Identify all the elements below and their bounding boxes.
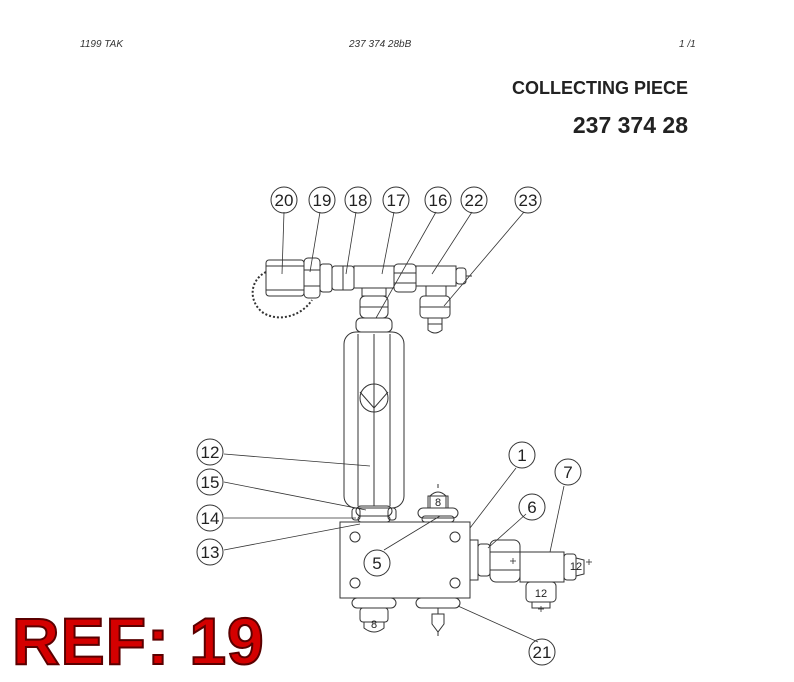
callout-6-label: 6 bbox=[527, 498, 536, 517]
callout-22: 22 bbox=[460, 186, 488, 214]
header-center-text: 237 374 28bB bbox=[349, 39, 412, 50]
dust-cap bbox=[265, 259, 305, 297]
callout-17-label: 17 bbox=[387, 191, 406, 210]
callout-14: 14 bbox=[196, 504, 224, 532]
plus-marks bbox=[510, 558, 592, 612]
header-left-text: 1199 TAK bbox=[80, 39, 123, 50]
part-number: 237 374 28 bbox=[572, 112, 688, 138]
side-fitting-6-7 bbox=[469, 539, 585, 609]
callout-18-label: 18 bbox=[349, 191, 368, 210]
callout-7: 7 bbox=[554, 458, 582, 486]
callout-7-label: 7 bbox=[563, 463, 572, 482]
block-top-fitting bbox=[417, 484, 459, 523]
callout-13-label: 13 bbox=[201, 543, 220, 562]
callout-23: 23 bbox=[514, 186, 542, 214]
top-fitting-assembly bbox=[251, 257, 472, 334]
drawing-title: COLLECTING PIECE bbox=[511, 78, 688, 98]
leader-lines bbox=[223, 211, 565, 643]
callout-6: 6 bbox=[518, 493, 546, 521]
callout-16: 16 bbox=[424, 186, 452, 214]
tee-22 bbox=[415, 265, 457, 287]
size-label-top-fitting: 8 bbox=[435, 497, 441, 509]
nut-16 bbox=[393, 263, 417, 293]
size-label-bottom-left: 8 bbox=[371, 619, 377, 631]
callout-20: 20 bbox=[270, 186, 298, 214]
nut-19 bbox=[303, 257, 321, 299]
callout-17: 17 bbox=[382, 186, 410, 214]
callout-18: 18 bbox=[344, 186, 372, 214]
block-bottom-right-fitting bbox=[415, 597, 461, 636]
callout-bubbles: 20 19 18 17 16 22 23 12 bbox=[196, 186, 582, 666]
callout-5: 5 bbox=[363, 549, 391, 577]
callout-21-label: 21 bbox=[533, 643, 552, 662]
elbow-7 bbox=[519, 551, 565, 583]
main-block-1 bbox=[339, 521, 471, 599]
callout-20-label: 20 bbox=[275, 191, 294, 210]
block-bottom-left-fitting bbox=[351, 597, 397, 633]
header-right-text: 1 /1 bbox=[679, 39, 696, 50]
callout-22-label: 22 bbox=[465, 191, 484, 210]
callout-23-label: 23 bbox=[519, 191, 538, 210]
callout-15: 15 bbox=[196, 468, 224, 496]
callout-19-label: 19 bbox=[313, 191, 332, 210]
size-label-elbow-side: 12 bbox=[570, 561, 582, 573]
block-body bbox=[339, 521, 471, 599]
callout-16-label: 16 bbox=[429, 191, 448, 210]
callout-12: 12 bbox=[196, 438, 224, 466]
callout-15-label: 15 bbox=[201, 473, 220, 492]
callout-12-label: 12 bbox=[201, 443, 220, 462]
size-label-elbow-bottom: 12 bbox=[535, 588, 547, 600]
callout-5-label: 5 bbox=[372, 554, 381, 573]
callout-13: 13 bbox=[196, 538, 224, 566]
callout-14-label: 14 bbox=[201, 509, 220, 528]
callout-19: 19 bbox=[308, 186, 336, 214]
flow-indicator bbox=[359, 383, 389, 413]
callout-1: 1 bbox=[508, 441, 536, 469]
callout-1-label: 1 bbox=[517, 446, 526, 465]
tee-17 bbox=[353, 265, 395, 289]
size-labels: 8 8 12 12 bbox=[371, 497, 582, 631]
callout-21: 21 bbox=[528, 638, 556, 666]
sight-glass-12 bbox=[343, 331, 405, 509]
ref-label: REF: 19 bbox=[11, 604, 265, 678]
